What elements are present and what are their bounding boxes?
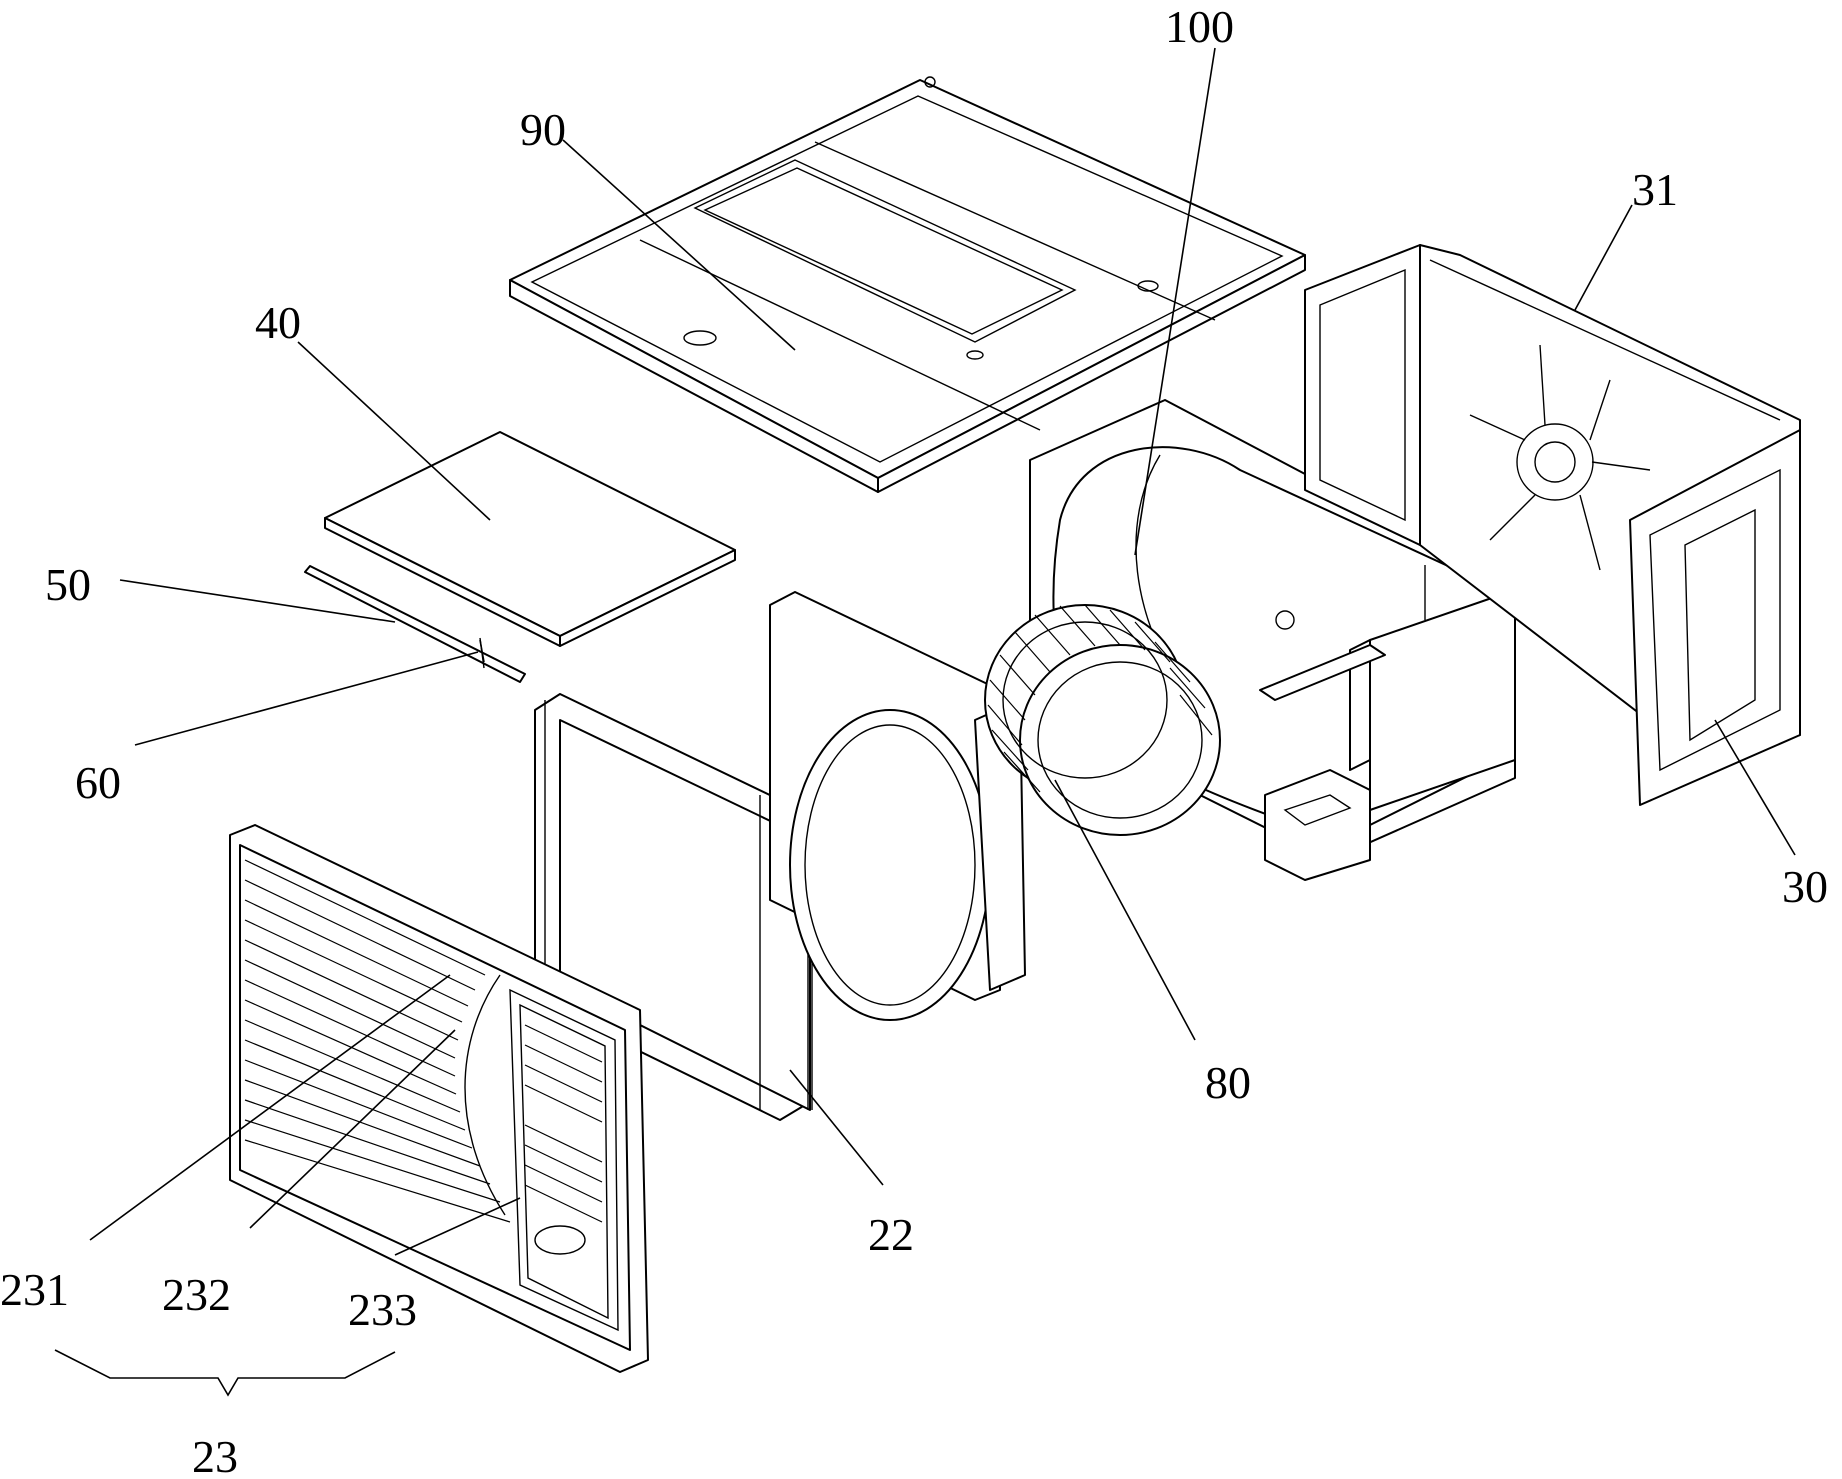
label-90: 90	[520, 104, 566, 155]
pin-part	[479, 639, 485, 663]
label-31: 31	[1632, 164, 1678, 215]
label-100: 100	[1165, 1, 1234, 52]
label-80: 80	[1205, 1057, 1251, 1108]
label-50: 50	[45, 559, 91, 610]
blower-wheel	[984, 604, 1221, 836]
leader-lines	[54, 47, 1796, 1397]
top-cover-plate	[509, 76, 1306, 493]
label-60: 60	[75, 757, 121, 808]
orifice-partition-plate	[769, 591, 1026, 1021]
label-233: 233	[348, 1284, 417, 1335]
side-bracket-plate	[1304, 244, 1801, 806]
label-23: 23	[192, 1431, 238, 1479]
label-30: 30	[1782, 861, 1828, 912]
label-22: 22	[868, 1209, 914, 1260]
front-panel	[229, 824, 649, 1373]
filter-plate	[324, 431, 736, 647]
label-40: 40	[255, 297, 301, 348]
label-232: 232	[162, 1269, 231, 1320]
label-231: 231	[0, 1264, 69, 1315]
